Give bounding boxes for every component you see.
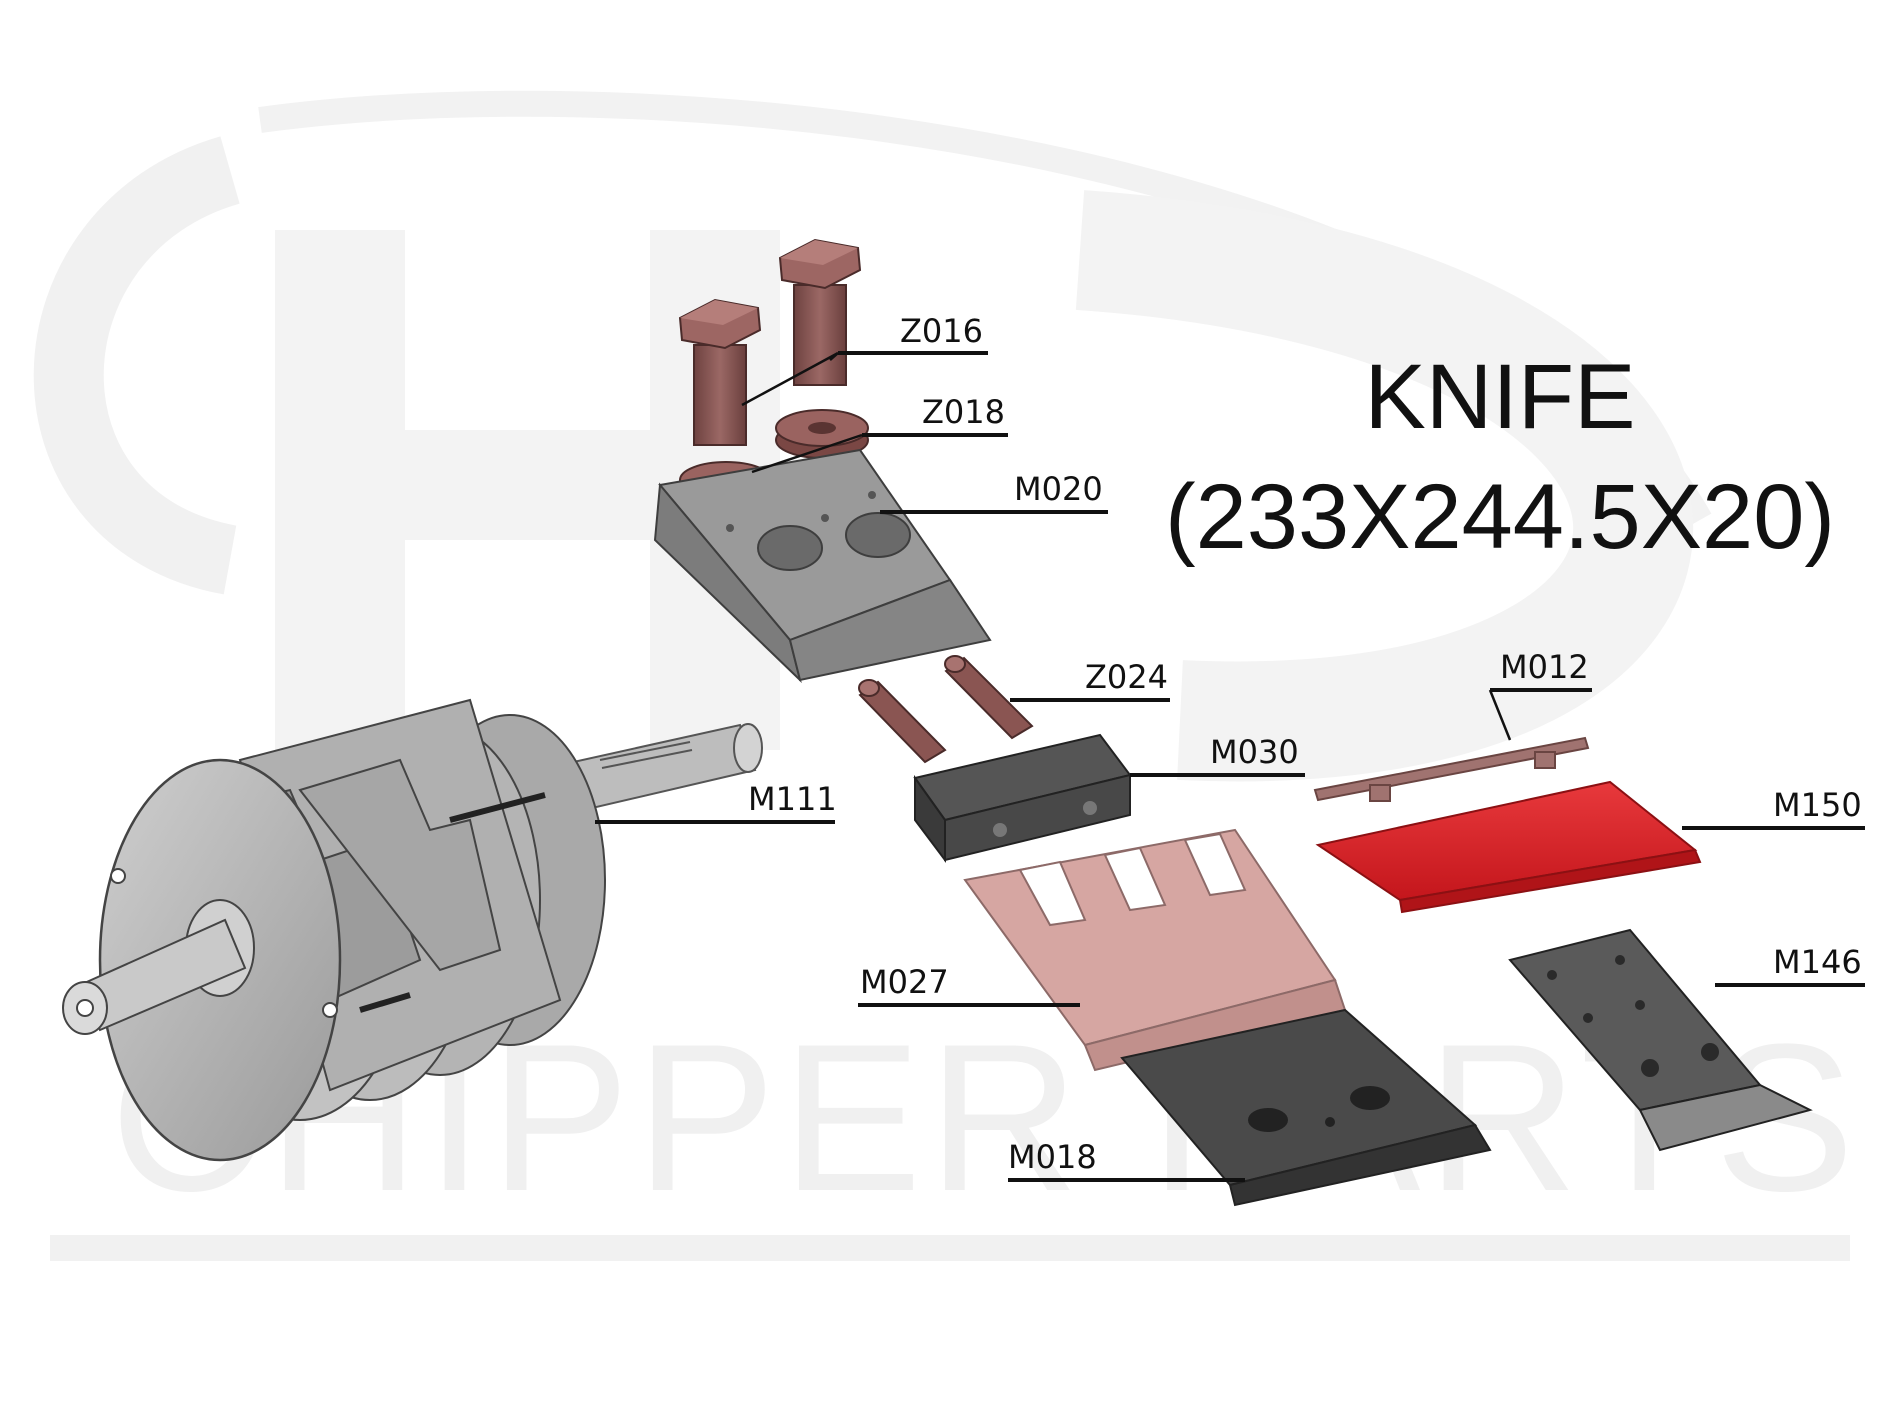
label-M018: M018	[1008, 1138, 1097, 1176]
base-plate-part	[1120, 1008, 1492, 1207]
pin-part	[858, 655, 1034, 764]
counter-plate-part	[1508, 928, 1813, 1152]
callouts: Z016 Z018 M020 Z024 M030 M111 M012 M150 …	[595, 312, 1865, 1182]
label-Z024: Z024	[1085, 658, 1168, 696]
rotor-drum-part	[62, 698, 763, 1162]
product-title: KNIFE	[1365, 346, 1636, 448]
bolt-part	[678, 238, 862, 446]
watermark-logo: CHIPPER PARTS	[33, 90, 1855, 1261]
label-Z016: Z016	[900, 312, 983, 350]
knife-part	[1315, 780, 1702, 914]
label-Z018: Z018	[922, 393, 1005, 431]
label-M150: M150	[1773, 786, 1862, 824]
label-M012: M012	[1500, 648, 1589, 686]
label-M111: M111	[748, 780, 837, 818]
label-M020: M020	[1014, 470, 1103, 508]
label-M027: M027	[860, 963, 949, 1001]
product-dimensions: (233X244.5X20)	[1165, 466, 1835, 568]
knife-plate-part	[963, 828, 1347, 1072]
clamp-block-part	[653, 448, 992, 684]
label-M146: M146	[1773, 943, 1862, 981]
label-M030: M030	[1210, 733, 1299, 771]
wedge-part	[1313, 736, 1590, 802]
anvil-block-part	[913, 733, 1132, 863]
